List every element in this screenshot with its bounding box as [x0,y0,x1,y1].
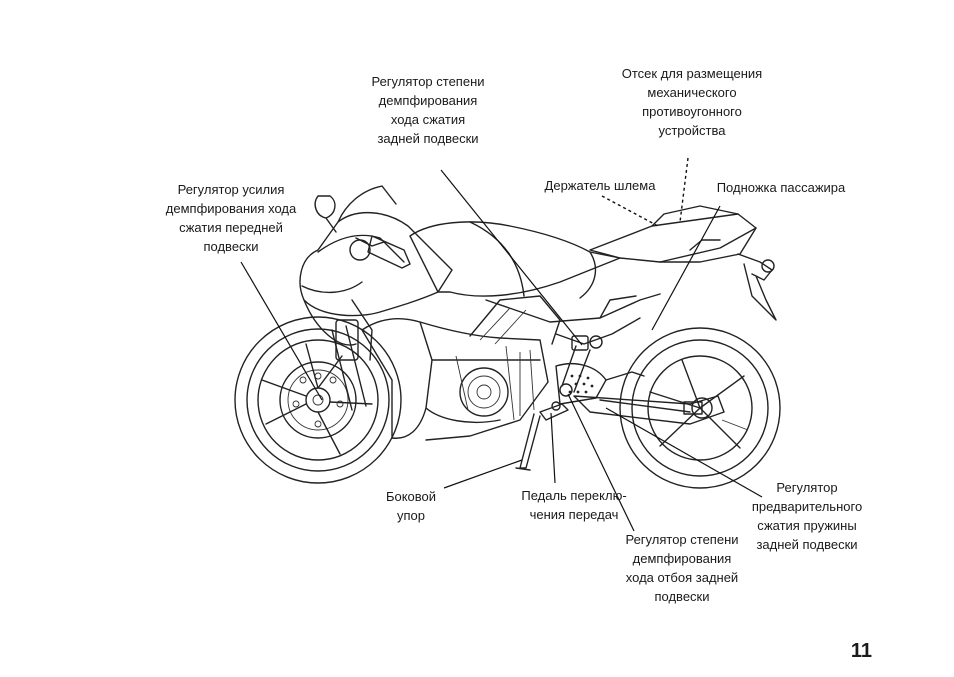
front-wheel [234,316,402,484]
label-gear-pedal: Педаль переклю- чения передач [521,488,627,522]
side-stand [515,413,541,471]
leader-helmet-holder [601,195,659,227]
page-number: 11 [850,640,872,662]
label-passenger-footpeg: Подножка пассажира [716,180,846,195]
frame [485,293,661,351]
label-rear-compression-adjuster: Регулятор степени демпфирования хода сжа… [371,74,485,146]
gear-pedal [539,401,569,421]
leader-rear-preload [605,407,763,498]
rear-shock [559,345,591,397]
leader-rear-rebound [567,393,635,532]
leader-lines [240,157,763,532]
rear-wheel [619,327,781,489]
leader-lock-compartment [679,157,689,223]
label-lock-compartment: Отсек для размещения механического проти… [621,66,763,138]
label-front-compression-adjuster: Регулятор усилия демпфирования хода сжат… [165,182,297,254]
label-rear-preload-adjuster: Регулятор предварительного сжатия пружин… [751,480,863,552]
front-fork [331,299,373,411]
label-side-stand: Боковой упор [385,489,437,523]
engine [455,295,561,421]
leader-rear-compression [440,169,583,346]
swingarm [573,395,725,425]
leader-gear-pedal [550,412,556,484]
leader-front-compression [240,261,323,401]
handlebar [349,235,411,269]
label-helmet-holder: Держатель шлема [544,178,656,193]
label-rear-rebound-adjuster: Регулятор степени демпфирования хода отб… [625,532,739,604]
leader-side-stand [443,459,523,489]
leader-passenger-footpeg [651,205,721,331]
seat-tail [589,205,777,321]
front-fairing [299,185,453,346]
lower-fairing [361,318,549,441]
